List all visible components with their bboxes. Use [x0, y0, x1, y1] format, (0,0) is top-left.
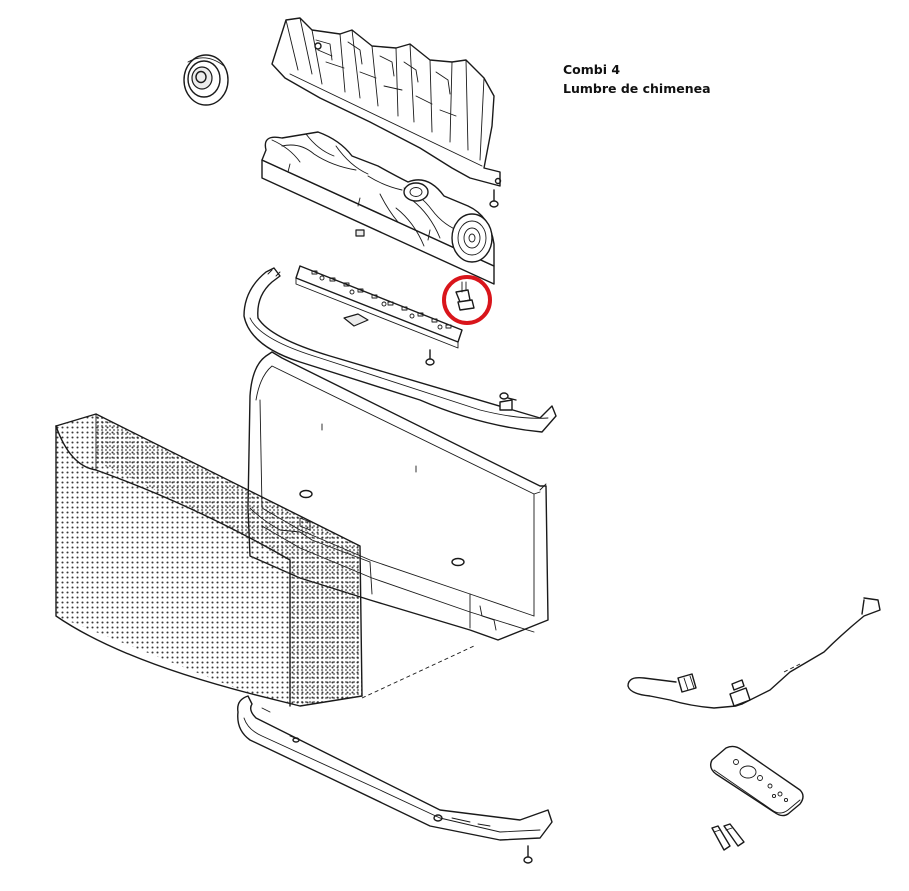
- log-set-part[interactable]: [261, 131, 495, 285]
- led-clip-part[interactable]: [455, 281, 475, 311]
- diagram-caption: Combi 4 Lumbre de chimenea: [563, 60, 711, 98]
- product-description: Lumbre de chimenea: [563, 81, 711, 96]
- batteries-part[interactable]: [711, 823, 745, 851]
- top-trim-frame-part[interactable]: [243, 267, 557, 433]
- led-circuit-board-part[interactable]: [295, 265, 463, 349]
- remote-control-part[interactable]: [709, 745, 804, 817]
- screw-part[interactable]: [425, 349, 435, 366]
- screw-part[interactable]: [523, 845, 533, 864]
- round-knob-part[interactable]: [183, 54, 229, 106]
- screw-part[interactable]: [489, 189, 499, 208]
- front-mesh-screen-part[interactable]: [55, 413, 475, 707]
- highlight-circle: [442, 275, 492, 325]
- log-support-bracket-part[interactable]: [271, 17, 502, 187]
- power-cable-part[interactable]: [627, 597, 881, 709]
- screw-part[interactable]: [499, 392, 517, 401]
- model-name: Combi 4: [563, 62, 621, 77]
- bottom-trim-part[interactable]: [237, 695, 553, 841]
